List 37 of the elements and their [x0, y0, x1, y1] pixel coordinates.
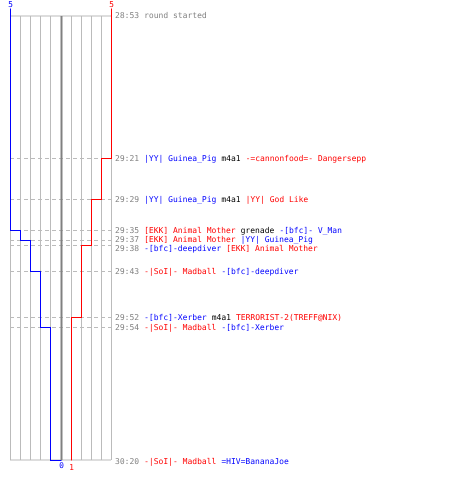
victim-name: =HIV=BananaJoe	[221, 457, 289, 466]
count-label: 0	[58, 461, 65, 470]
killer-name: [EKK] Animal Mother	[144, 226, 236, 235]
killer-name: |YY| Guinea_Pig	[144, 154, 216, 163]
weapon-name: m4a1	[221, 195, 241, 204]
count-label: 5	[7, 0, 14, 9]
victim-name: -[bfc]-Xerber	[221, 323, 284, 332]
victim-name: -[bfc]- V_Man	[279, 226, 342, 235]
time-label: 29:21	[115, 154, 140, 163]
count-label: 1	[68, 463, 75, 472]
victim-name: -[bfc]-deepdiver	[221, 267, 298, 276]
killer-name: -|SoI|- Madball	[144, 323, 216, 332]
victim-name: TERRORIST-2(TREFF@NIX)	[236, 313, 342, 322]
event-text: round started	[144, 11, 207, 20]
victim-name: [EKK] Animal Mother	[226, 244, 318, 253]
killer-name: -|SoI|- Madball	[144, 267, 216, 276]
time-label: 30:20	[115, 457, 140, 466]
killer-name: -[bfc]-Xerber	[144, 313, 207, 322]
weapon-name: m4a1	[212, 313, 231, 322]
time-label: 29:29	[115, 195, 140, 204]
victim-name: |YY| God Like	[246, 195, 308, 204]
killer-name: -|SoI|- Madball	[144, 457, 216, 466]
weapon-name: m4a1	[221, 154, 241, 163]
killer-name: |YY| Guinea_Pig	[144, 195, 216, 204]
time-label: 29:54	[115, 323, 140, 332]
killer-name: -[bfc]-deepdiver	[144, 244, 222, 253]
killer-name: [EKK] Animal Mother	[144, 235, 236, 244]
time-label: 29:52	[115, 313, 140, 322]
count-label: 5	[108, 0, 115, 9]
victim-name: -=cannonfood=- Dangersepp	[246, 154, 366, 163]
time-label: 29:37	[115, 235, 140, 244]
time-label: 29:43	[115, 267, 140, 276]
weapon-name: grenade	[240, 226, 274, 235]
time-label: 29:38	[115, 244, 140, 253]
time-label: 28:53	[115, 11, 140, 20]
time-label: 29:35	[115, 226, 140, 235]
victim-name: |YY| Guinea_Pig	[240, 235, 313, 244]
